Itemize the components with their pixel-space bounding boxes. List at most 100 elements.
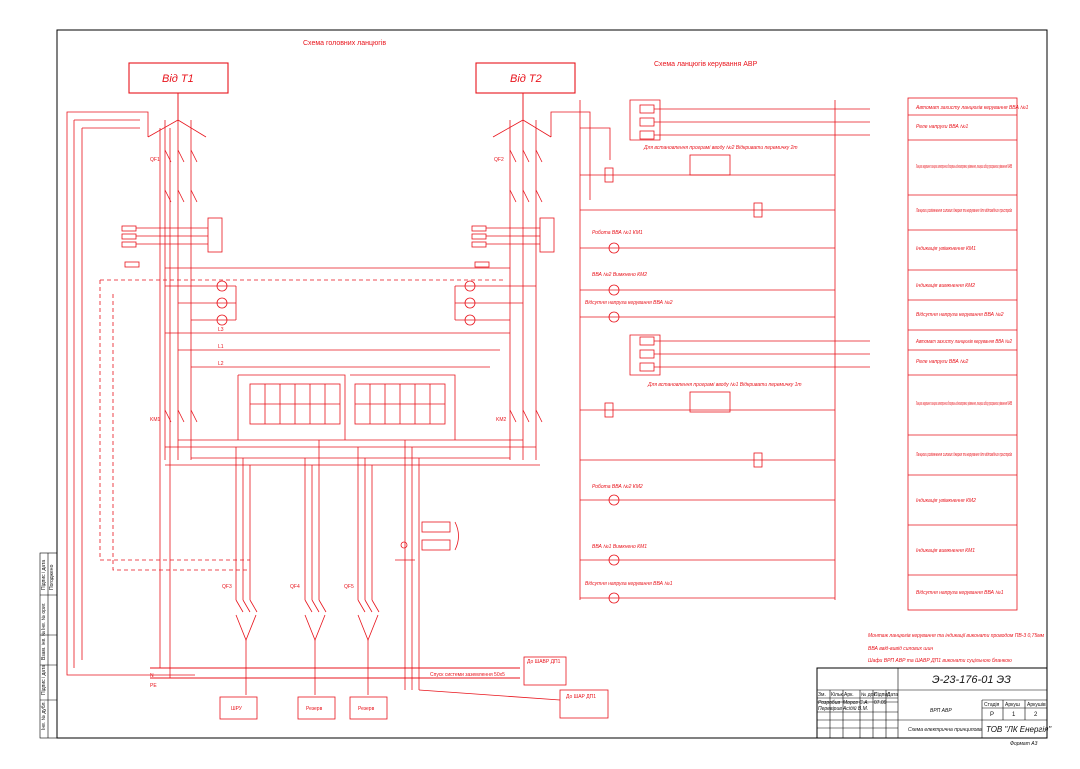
ctl-prog2: Для встановлення програмі вводу №1 Відкр… (647, 382, 802, 388)
source-t1-box (128, 62, 229, 94)
tb-stage: Р (990, 712, 994, 718)
control-circuit-title: Схема ланцюгів керування АВР (654, 60, 758, 68)
desc-1: Автомат захисту ланцюгів керування ВВА №… (915, 105, 1029, 111)
main-circuit-title: Схема головних ланцюгів (303, 39, 386, 47)
terminal-strip-1 (237, 374, 346, 440)
bus-label-n: N (150, 673, 154, 679)
switch-qf1 (164, 149, 198, 163)
ctl-nv2: Відсутня напруга керування ВВА №2 (585, 300, 673, 306)
bus-label-l1: L1 (218, 344, 224, 350)
tb-developed-name: Мороз С.А. (843, 700, 869, 706)
drawing-frame (56, 29, 1048, 739)
side-stamp-3: Взам. інв. № (41, 631, 47, 660)
title-block (816, 667, 1048, 739)
switch-qf2 (509, 149, 543, 163)
tb-sheets-label: Аркушів (1027, 702, 1046, 708)
measurement-group (395, 521, 459, 561)
breaker-label-qf1: QF1 (150, 157, 160, 163)
switch-qf2b (509, 189, 543, 203)
desc-4: Ланцюги розімкнення силових джерел та ке… (915, 208, 1012, 214)
tb-format: Формат А3 (1010, 741, 1038, 747)
main-circuit: ШРУ Резерв Резерв До ШАВР ДП1 До ШАР ДП1… (66, 93, 609, 720)
side-stamp-1: Інв. № дубл. (41, 701, 47, 730)
source-t2-label: Від Т2 (510, 73, 542, 85)
desc-2: Реле напруги ВВА №1 (916, 124, 969, 130)
switch-km1 (164, 409, 198, 423)
tb-stage-label: Стадія (984, 702, 1000, 708)
tb-h-1: Зм. (818, 692, 826, 698)
load-box-2 (297, 696, 336, 720)
desc-10: Ланцюги керування: ланцюги електричних б… (916, 401, 1013, 407)
load-box-shup (523, 656, 567, 686)
lamps-right (454, 280, 536, 326)
desc-6: Індикація вимкнення КМ2 (916, 283, 975, 289)
desc-8: Автомат захисту ланцюгів керування ВВА №… (915, 339, 1012, 345)
load-label-3: Резерв (358, 706, 375, 712)
desc-14: Відсутня напруга керування ВВА №1 (916, 590, 1004, 596)
control-circuit: Для встановлення програмі вводу №2 Відкр… (579, 99, 870, 604)
feeder-qf4 (304, 599, 327, 695)
bus-label-l2: L2 (218, 361, 224, 367)
ground-note: Спуск системи заземлення 50х5 (430, 672, 505, 678)
desc-7: Відсутня напруга керування ВВА №2 (916, 312, 1004, 318)
tb-sheet: 1 (1012, 712, 1016, 718)
note-3: Шафи ВРП АВР та ШАВР ДП1 виконати суціль… (868, 658, 1012, 664)
load-label-2: Резерв (306, 706, 323, 712)
load-label-1: ШРУ (231, 706, 243, 712)
tb-h-4: № док. (861, 692, 877, 698)
feeder-qf5 (357, 599, 380, 695)
ctl-work2: Робота ВВА №2 КМ2 (592, 484, 643, 490)
desc-13: Індикація вимкнення КМ1 (916, 548, 975, 554)
tb-developed-label: Розробив (818, 700, 840, 706)
note-2: ВВА ввід-вивід силових шин (868, 646, 933, 652)
terminal-strip-2 (350, 374, 456, 440)
lamps-left (165, 280, 237, 326)
fuse-block-fu1 (121, 217, 223, 268)
desc-12: Індикація увімкнення КМ2 (916, 498, 976, 504)
fuse-block-fu2 (471, 217, 555, 268)
tb-h-2: Кільк. (831, 692, 844, 698)
breaker-label-qf5: QF5 (344, 584, 354, 590)
tb-company: ТОВ "ЛК Енергія" (986, 725, 1052, 734)
tb-h-6: Дата (887, 692, 898, 698)
side-stamp-5: Підпис і дата (41, 560, 47, 590)
source-t1-label: Від Т1 (162, 73, 194, 85)
tb-sheet-label: Аркуш (1005, 702, 1020, 708)
tb-checked-label: Перевірив (818, 706, 842, 712)
switch-qf1b (164, 189, 198, 203)
tb-sheets: 2 (1034, 712, 1038, 718)
ctl-work1: Робота ВВА №1 КМ1 (592, 230, 643, 236)
feeder-qf3 (235, 599, 258, 695)
load-box-shavr (559, 689, 609, 719)
tb-h-3: Арк. (844, 692, 854, 698)
ctl-off2: ВВА №2 Вимкнено КМ2 (592, 272, 647, 278)
note-1: Монтаж ланцюгів керування та індикації в… (868, 633, 1045, 639)
tb-object: ВРП АВР (930, 708, 952, 714)
desc-9: Реле напруги ВВА №2 (916, 359, 969, 365)
breaker-label-km1: KM1 (150, 417, 161, 423)
breaker-label-qf2: QF2 (494, 157, 504, 163)
breaker-label-km2: KM2 (496, 417, 507, 423)
source-t2-box (475, 62, 576, 94)
bus-label-pe: PE (150, 683, 157, 689)
doc-number: Э-23-176-01 ЭЗ (932, 674, 1011, 686)
ctl-nv1: Відсутня напруга керування ВВА №1 (585, 581, 673, 587)
side-stamp-2: Підпис і дата (41, 665, 47, 695)
load-label-shup: До ШАВР ДП1 (527, 659, 561, 665)
switch-km2 (509, 409, 543, 423)
description-column (907, 97, 1018, 611)
ctl-prog1: Для встановлення програмі вводу №2 Відкр… (643, 145, 798, 151)
side-stamp-6: Погоджено (49, 564, 55, 590)
breaker-label-qf3: QF3 (222, 584, 232, 590)
load-label-shavr: До ШАР ДП1 (566, 694, 596, 700)
side-stamp: Інв. № дубл. Підпис і дата Взам. інв. № … (39, 552, 58, 739)
breaker-label-qf4: QF4 (290, 584, 300, 590)
tb-h-5: Підпис (874, 692, 890, 698)
side-stamp-4: Інв. № ориг. (41, 603, 47, 630)
desc-11: Ланцюги розімкнення силових джерел та ке… (915, 452, 1012, 458)
load-box-3 (349, 696, 388, 720)
tb-description: Схема електрична принципова (908, 727, 982, 733)
load-box-1 (219, 696, 258, 720)
